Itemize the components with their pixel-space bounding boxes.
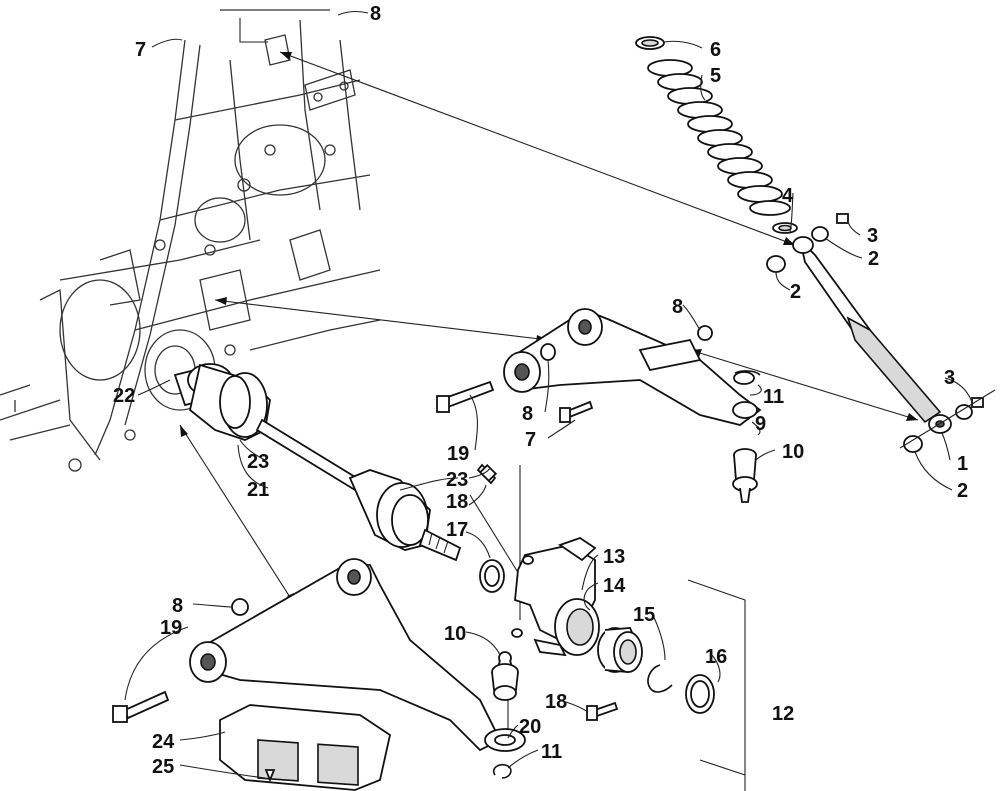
bearing-icon [597,627,715,714]
callout-20: 20 [519,716,541,738]
lower-a-arm-icon [112,463,619,752]
lower-ball-joint-icon [491,370,761,779]
callout-24: 24 [152,731,175,753]
callout-3: 3 [867,225,878,247]
callout-12: 12 [772,703,794,725]
callout-10: 10 [782,441,804,463]
callout-11: 11 [541,741,562,763]
callout-6: 6 [710,39,721,61]
callout-2: 2 [957,480,968,502]
callout-11: 11 [763,386,784,408]
skid-plate-icon [219,704,392,791]
callout-18: 18 [446,491,468,513]
callout-labels: 1 2 2 2 3 3 4 5 6 7 7 8 8 8 8 9 10 10 11… [113,3,968,778]
callout-4: 4 [782,185,794,207]
assembly-lines [179,18,919,791]
callout-17: 17 [446,519,468,541]
callout-5: 5 [710,65,721,87]
leader-lines [124,10,973,779]
callout-25: 25 [152,756,174,778]
callout-23: 23 [446,469,468,491]
callout-8: 8 [370,3,381,25]
callout-3: 3 [944,367,955,389]
shock-absorber-icon [766,213,996,453]
callout-10: 10 [444,623,466,645]
callout-2: 2 [868,248,879,270]
callout-9: 9 [755,413,766,435]
callout-8: 8 [172,595,183,617]
callout-8: 8 [522,403,533,425]
callout-14: 14 [603,575,626,597]
callout-1: 1 [957,453,968,475]
callout-2: 2 [790,281,801,303]
ball-joint-icon [732,448,758,503]
drive-axle-icon [173,363,462,562]
frame-icon [0,9,381,472]
callout-13: 13 [603,546,625,568]
callout-21: 21 [247,479,269,501]
callout-7: 7 [135,39,146,61]
callout-16: 16 [705,646,727,668]
callout-19: 19 [447,443,469,465]
upper-a-arm-icon [436,308,762,426]
callout-18: 18 [545,691,567,713]
callout-22: 22 [113,385,135,407]
knuckle-icon [479,537,600,657]
callout-15: 15 [633,604,655,626]
callout-19: 19 [160,617,182,639]
callout-8: 8 [672,296,683,318]
callout-23: 23 [247,451,269,473]
callout-7: 7 [525,429,536,451]
